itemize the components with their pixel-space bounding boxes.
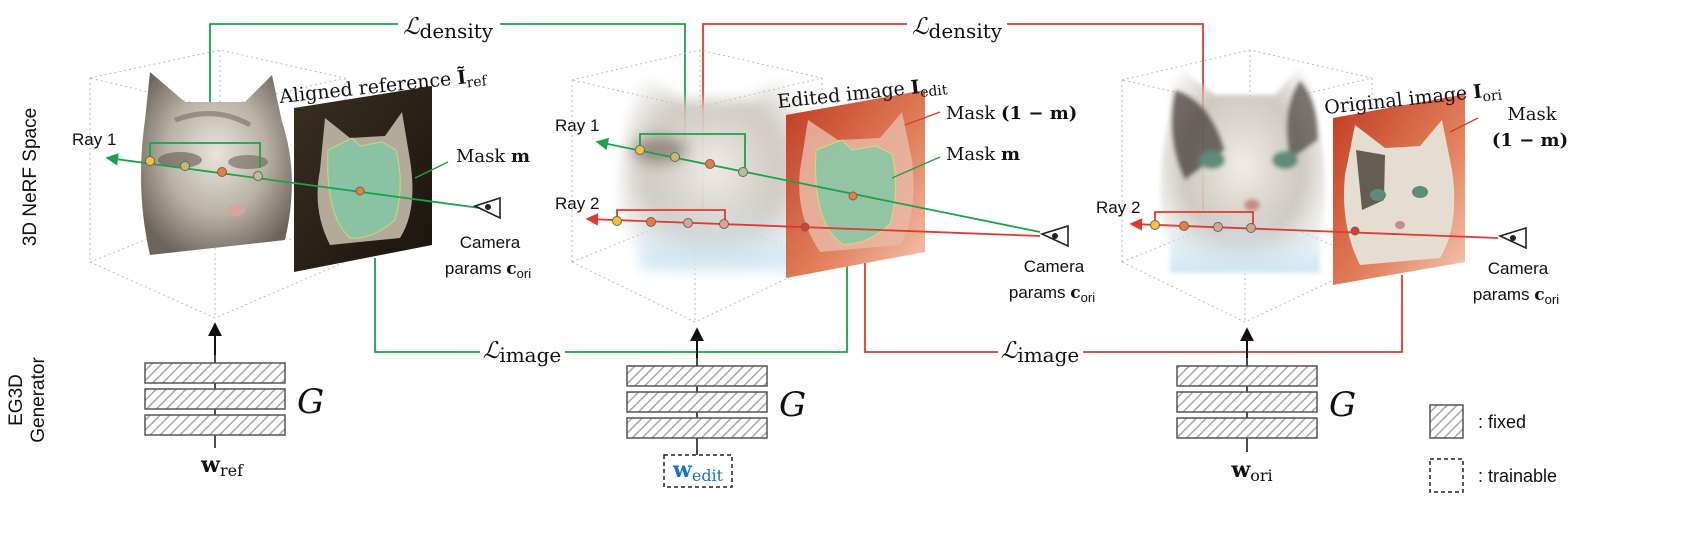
svg-text:ℒdensity: ℒdensity xyxy=(403,14,494,43)
svg-text:(1 − m): (1 − m) xyxy=(1492,130,1568,151)
original-panel: Original image Iori Ray 2 Mask (1 − m) C… xyxy=(1096,49,1568,485)
nerf-space-label: 3D NeRF Space xyxy=(20,108,41,246)
image-loss-green: ℒimage xyxy=(374,258,848,367)
image-loss-symbol-2: ℒ xyxy=(1001,338,1018,364)
density-loss-sub: density xyxy=(420,19,494,43)
image-loss-sub: image xyxy=(499,343,561,367)
original-mask-label: Mask (1 − m) xyxy=(1492,104,1568,151)
trainable-latent-box xyxy=(663,454,733,488)
svg-text:ℒdensity: ℒdensity xyxy=(912,14,1003,43)
ray-1-label: Ray 1 xyxy=(72,130,116,149)
edited-mask-inverse-label: Mask (1 − m) xyxy=(946,103,1077,124)
original-camera-label: Camera params cori xyxy=(1473,259,1559,307)
svg-text:Camera: Camera xyxy=(1488,259,1549,278)
image-loss-red: ℒimage xyxy=(864,262,1403,367)
reference-image-plane xyxy=(294,86,432,272)
edited-camera-label: Camera params cori xyxy=(1009,257,1095,305)
svg-text:params cori: params cori xyxy=(445,259,531,281)
edited-ray-1-points xyxy=(635,145,858,201)
edited-ray-1-label: Ray 1 xyxy=(555,116,599,135)
legend-fixed-swatch xyxy=(1429,404,1464,439)
density-loss-green: ℒdensity xyxy=(209,14,686,145)
reference-camera-label: Camera params cori xyxy=(445,233,531,281)
edited-panel: Edited image Iedit Ray 1 Ray 2 xyxy=(555,49,1095,488)
legend-trainable-swatch xyxy=(1429,458,1464,493)
camera-icon xyxy=(472,196,501,220)
generator-side-label: EG3D Generator xyxy=(6,357,49,443)
camera-icon-2 xyxy=(1039,224,1069,248)
svg-text:ℒimage: ℒimage xyxy=(483,338,562,367)
density-loss-symbol-2: ℒ xyxy=(912,14,929,40)
edited-latent-label: wedit xyxy=(672,457,724,485)
svg-text:ℒimage: ℒimage xyxy=(1001,338,1080,367)
edited-image-plane xyxy=(786,90,925,278)
density-loss-sub-2: density xyxy=(929,19,1003,43)
original-ray-2-points xyxy=(1150,220,1360,236)
edited-generator-symbol: G xyxy=(779,385,806,425)
edited-cat-render xyxy=(621,70,810,270)
svg-text:params cori: params cori xyxy=(1009,283,1095,305)
original-cat-render xyxy=(1160,60,1325,273)
original-ray-2-label: Ray 2 xyxy=(1096,198,1140,217)
edited-ray-2 xyxy=(585,209,1041,237)
edited-ray-2-points xyxy=(612,216,810,232)
original-image-plane xyxy=(1333,94,1465,285)
ray-1-sample-points xyxy=(145,156,365,196)
reference-panel: Aligned reference Ĩref Ray 1 Mask m Came… xyxy=(72,49,531,480)
original-generator xyxy=(1176,358,1318,452)
svg-text:Camera: Camera xyxy=(460,233,521,252)
edited-ray-2-label: Ray 2 xyxy=(555,194,599,213)
reference-generator-symbol: G xyxy=(297,382,324,422)
reference-mask-label: Mask m xyxy=(456,146,530,167)
svg-text:EG3D: EG3D xyxy=(6,374,27,426)
original-latent-label: wori xyxy=(1230,457,1272,485)
edited-mask-label: Mask m xyxy=(946,144,1020,165)
legend: : fixed : trainable xyxy=(1429,404,1557,493)
image-loss-sub-2: image xyxy=(1017,343,1079,367)
camera-icon-3 xyxy=(1497,226,1527,250)
svg-text:Camera: Camera xyxy=(1024,257,1085,276)
svg-text:Generator: Generator xyxy=(28,357,49,443)
legend-trainable-label: : trainable xyxy=(1478,466,1557,486)
reference-latent-label: wref xyxy=(200,452,244,480)
edited-generator xyxy=(626,358,768,455)
density-loss-symbol: ℒ xyxy=(403,14,420,40)
reference-generator xyxy=(144,355,286,448)
reference-cat-render xyxy=(141,72,292,255)
original-ray-2 xyxy=(1129,211,1499,239)
svg-text:params cori: params cori xyxy=(1473,285,1559,307)
svg-text:Mask: Mask xyxy=(1507,104,1557,125)
original-generator-symbol: G xyxy=(1329,385,1356,425)
image-loss-symbol: ℒ xyxy=(483,338,500,364)
legend-fixed-label: : fixed xyxy=(1478,412,1526,432)
